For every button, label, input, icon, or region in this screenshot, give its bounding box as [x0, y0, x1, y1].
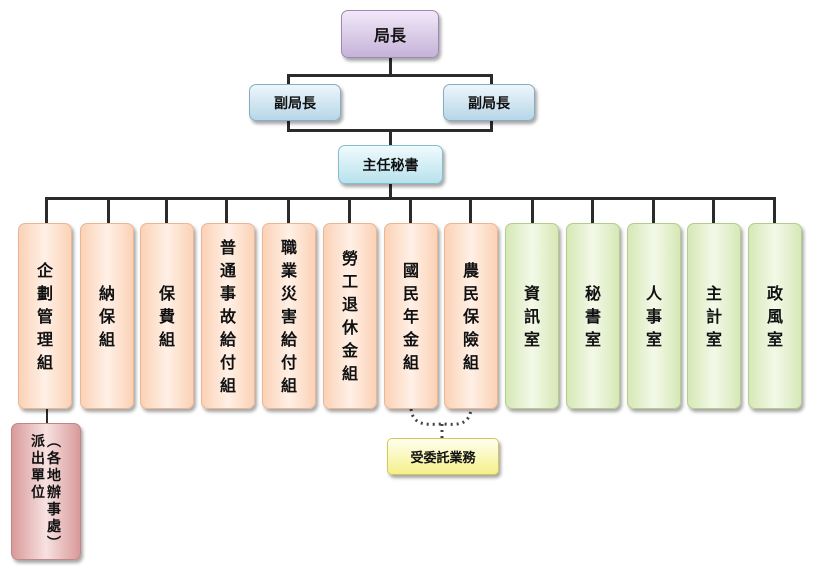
field-unit-note: ︵各地辦事處︶: [47, 434, 61, 553]
deputy-director-box-left: 副局長: [249, 84, 341, 121]
division-box: 農民保險組: [444, 223, 498, 409]
field-unit-title: 派出單位: [31, 434, 45, 502]
connector-division-drop: [287, 197, 290, 224]
office-box: 人事室: [627, 223, 681, 409]
connector-deputy-left-down: [287, 120, 290, 131]
office-box: 主計室: [687, 223, 741, 409]
connector-deputy-right-up: [490, 74, 493, 86]
connector-division-drop: [531, 197, 534, 224]
division-label: 農民保險組: [462, 260, 479, 372]
field-unit-box: ︵各地辦事處︶ 派出單位: [11, 423, 81, 560]
division-box: 納保組: [80, 223, 134, 409]
chief-secretary-box: 主任秘書: [338, 145, 443, 184]
director-label: 局長: [373, 26, 406, 45]
connector-division-drop: [469, 197, 472, 224]
division-label: 納保組: [98, 283, 115, 349]
division-box: 普通事故給付組: [201, 223, 255, 409]
connector-secretary-down: [389, 183, 392, 199]
division-box: 職業災害給付組: [262, 223, 316, 409]
division-label: 普通事故給付組: [219, 237, 236, 395]
connector-secretary-up: [389, 129, 392, 146]
connector-field-unit: [46, 407, 48, 425]
office-box: 秘書室: [566, 223, 620, 409]
connector-division-drop: [409, 197, 412, 224]
division-box: 國民年金組: [384, 223, 438, 409]
office-label: 秘書室: [584, 283, 601, 349]
connector-director-down: [389, 57, 392, 75]
division-box: 勞工退休金組: [323, 223, 377, 409]
deputy-director-label: 副局長: [274, 95, 316, 112]
connector-division-drop: [348, 197, 351, 224]
division-box: 保費組: [140, 223, 194, 409]
connector-division-drop: [652, 197, 655, 224]
director-box: 局長: [341, 10, 439, 58]
office-label: 政風室: [766, 283, 783, 349]
division-label: 職業災害給付組: [280, 237, 297, 395]
office-label: 資訊室: [523, 283, 540, 349]
connector-deputy-right-down: [490, 120, 493, 131]
connector-division-drop: [591, 197, 594, 224]
field-unit-title-text: 派出單位: [31, 434, 45, 501]
commissioned-tasks-label: 受委託業務: [410, 451, 476, 466]
division-box: 企劃管理組: [18, 223, 72, 409]
connector-deputy-bar: [287, 74, 493, 77]
field-unit-note-text: ︵各地辦事處︶: [47, 434, 61, 552]
deputy-director-box-right: 副局長: [443, 84, 535, 121]
chief-secretary-label: 主任秘書: [362, 157, 419, 174]
connector-division-drop: [45, 197, 48, 224]
division-label: 企劃管理組: [36, 260, 53, 372]
office-box: 政風室: [748, 223, 802, 409]
office-label: 主計室: [705, 283, 722, 349]
connector-division-drop: [107, 197, 110, 224]
connector-division-drop: [773, 197, 776, 224]
division-label: 國民年金組: [402, 260, 419, 372]
connector-division-drop: [225, 197, 228, 224]
connector-division-drop: [165, 197, 168, 224]
connector-division-drop: [712, 197, 715, 224]
connector-deputy-left-up: [287, 74, 290, 86]
division-label: 勞工退休金組: [341, 249, 358, 383]
division-label: 保費組: [158, 283, 175, 349]
deputy-director-label: 副局長: [468, 95, 510, 112]
office-box: 資訊室: [505, 223, 559, 409]
office-label: 人事室: [645, 283, 662, 349]
commissioned-tasks-box: 受委託業務: [387, 438, 499, 475]
